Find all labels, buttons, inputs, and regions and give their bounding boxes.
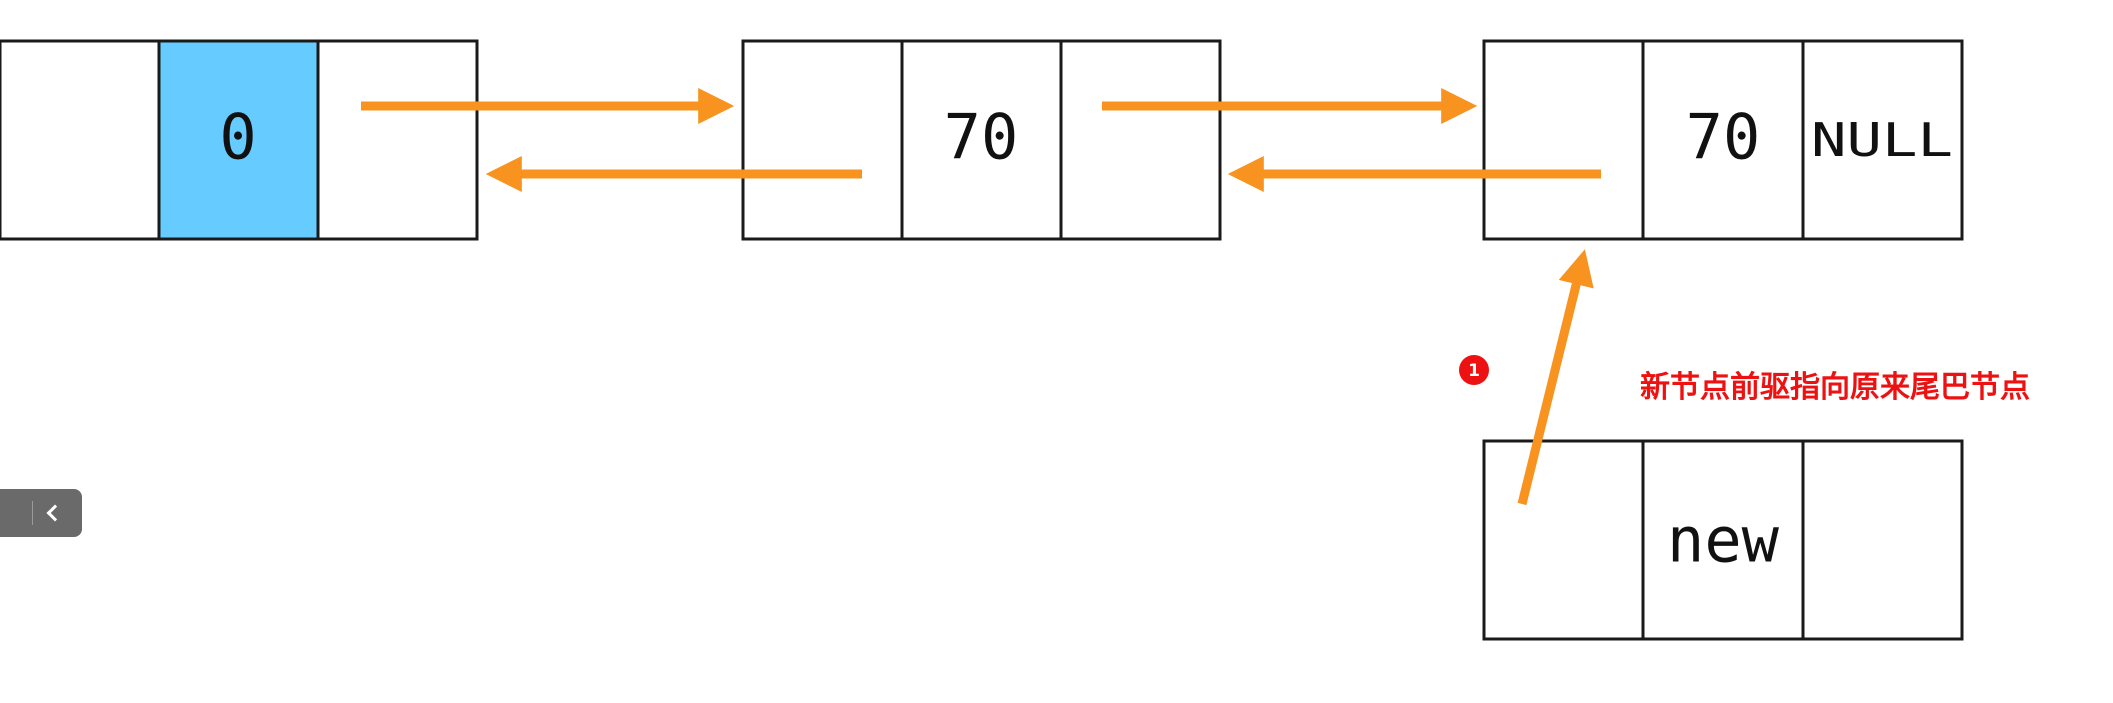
node-new-data-cell [1641,439,1805,641]
node-head-data-cell [157,39,320,241]
panel-toggle-divider [32,501,33,525]
node-tail: 70 NULL [1482,39,1964,241]
node-middle-next-cell [1059,39,1222,241]
node-middle-prev-cell [741,39,904,241]
annotation-text: 新节点前驱指向原来尾巴节点 [1640,370,2030,405]
node-head: 0 [0,39,479,241]
step-badge: 1 [1459,355,1489,385]
node-new-prev-cell [1482,439,1645,641]
node-head-value: 0 [219,101,256,174]
node-tail-next-cell [1801,39,1964,241]
node-tail-data-cell [1641,39,1805,241]
node-tail-next-null: NULL [1811,113,1953,167]
node-head-prev-cell [0,39,161,241]
node-tail-value: 70 [1686,101,1761,174]
step-badge-circle [1459,355,1489,385]
panel-toggle-button[interactable] [0,489,82,537]
node-new-value: new [1667,504,1780,577]
node-new-next-cell [1801,439,1964,641]
node-head-next-cell [316,39,479,241]
step-badge-number: 1 [1468,361,1480,381]
node-tail-prev-cell [1482,39,1645,241]
node-middle: 70 [741,39,1222,241]
chevron-left-icon [46,504,64,522]
node-middle-value: 70 [944,101,1019,174]
node-new: new [1482,439,1964,641]
arrow-new-prev-to-tail [1517,249,1594,506]
node-middle-data-cell [900,39,1063,241]
